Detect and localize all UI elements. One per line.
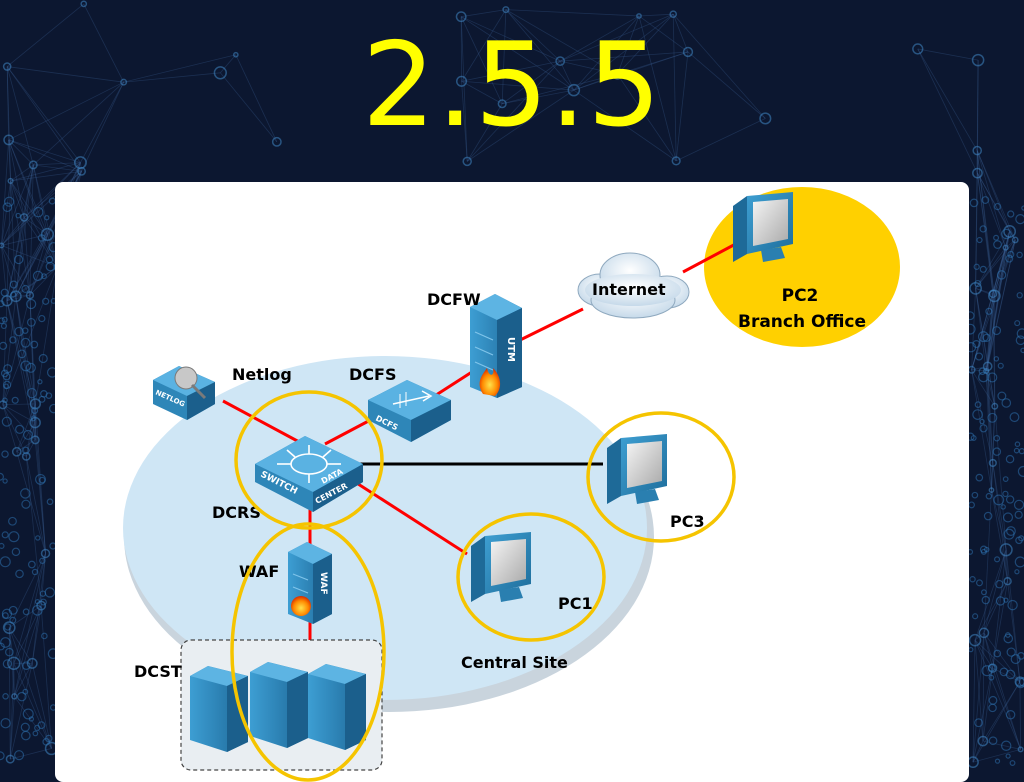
waf-firewall-icon: WAF <box>288 542 332 624</box>
dcfw-label: DCFW <box>427 290 481 309</box>
server-icon <box>308 664 366 750</box>
pc1-label: PC1 <box>558 594 593 613</box>
netlog-label: Netlog <box>232 365 292 384</box>
dcst-label: DCST <box>134 662 182 681</box>
diagram-card: Internet PC2 Branch Office UTM DCFW NETL… <box>55 182 969 782</box>
dcfs-label: DCFS <box>349 365 396 384</box>
internet-label: Internet <box>592 280 666 299</box>
firewall-utm-icon: UTM <box>470 294 522 398</box>
pc2-label: PC2 <box>782 286 819 306</box>
waf-plate-text: WAF <box>318 572 328 595</box>
pc3-computer-icon <box>607 434 667 504</box>
branch-office-label: Branch Office <box>738 312 866 332</box>
central-site-label: Central Site <box>461 653 568 672</box>
server-icon <box>250 662 308 748</box>
slide-title: 2.5.5 <box>0 28 1024 144</box>
utm-plate-text: UTM <box>505 337 516 362</box>
pc3-label: PC3 <box>670 512 705 531</box>
network-diagram: Internet PC2 Branch Office UTM DCFW NETL… <box>55 182 969 782</box>
